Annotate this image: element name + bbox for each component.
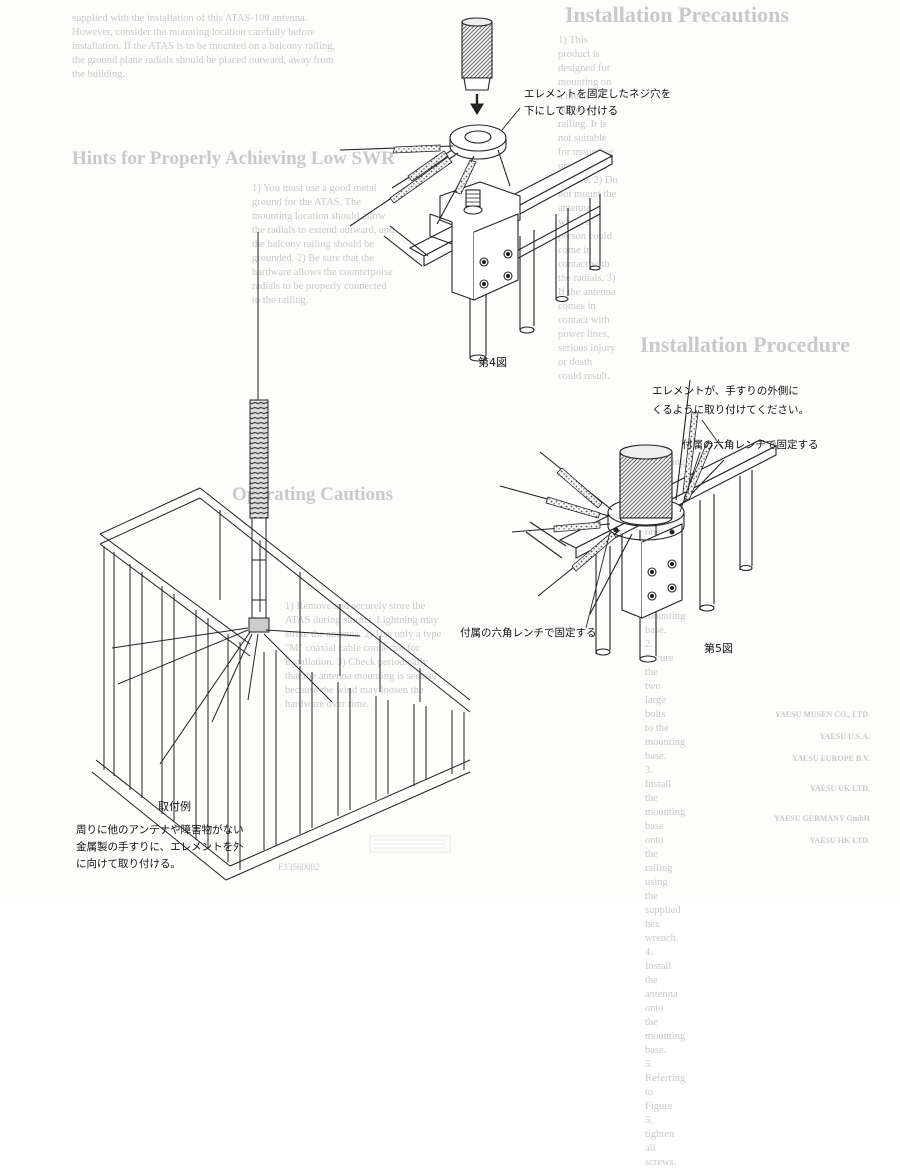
bleed-paragraph-top-left: supplied with the installation of this A… bbox=[72, 13, 336, 80]
fig5-wrench-bottom-leader bbox=[585, 531, 611, 629]
fig4-callout-line-1: エレメントを固定したネジ穴を bbox=[524, 88, 671, 100]
bleed-heading-precautions: Installation Precautions bbox=[565, 2, 789, 27]
bleed-address-2: YAESU EUROPE B.V. bbox=[792, 754, 870, 763]
fig4-callout-line-2: 下にして取り付ける bbox=[524, 105, 619, 117]
fig5-label: 第5図 bbox=[704, 642, 733, 655]
fig5-bracket bbox=[621, 523, 683, 619]
bleed-address-1: YAESU U.S.A. bbox=[819, 732, 870, 741]
fig5-wrench-bottom-label: 付属の六角レンチで固定する bbox=[460, 627, 597, 639]
bleed-footer-code: E13560002 bbox=[278, 862, 320, 872]
installation-example-drawing bbox=[91, 232, 471, 881]
fig5-wrench-top-label: 付属の六角レンチで固定する bbox=[682, 439, 819, 451]
bleed-address-4: YAESU GERMANY GmbH bbox=[774, 814, 870, 823]
bleed-heading-swr: Hints for Properly Achieving Low SWR bbox=[72, 148, 395, 169]
example-note-line-2: 金属製の手すりに、エレメントを外 bbox=[76, 841, 244, 853]
bleed-paragraph-swr: 1) You must use a good metal ground for … bbox=[252, 183, 395, 306]
fig4-callout: エレメントを固定したネジ穴を 下にして取り付ける bbox=[524, 86, 671, 120]
example-note-line-1: 周りに他のアンテナや障害物がない bbox=[76, 824, 244, 836]
fig4-antenna-base bbox=[461, 17, 493, 116]
fig4-callout-leader bbox=[501, 107, 521, 131]
fig5-wrench-top-leader bbox=[679, 451, 701, 513]
bleed-address-block: YAESU MUSEN CO., LTD. YAESU U.S.A. YAESU… bbox=[730, 710, 870, 846]
fig5-mounted-base bbox=[499, 379, 725, 615]
example-loading-coil bbox=[249, 399, 269, 519]
fig4-label: 第4図 bbox=[478, 356, 507, 369]
bleed-heading-operating: Operating Cautions bbox=[232, 484, 393, 505]
example-note-line-3: に向けて取り付ける。 bbox=[76, 858, 181, 870]
fig5-callout-line-2: くるように取り付けてください。 bbox=[652, 404, 809, 416]
figure-5-drawing bbox=[499, 379, 778, 663]
bleed-heading-procedure: Installation Procedure bbox=[640, 332, 851, 357]
bleed-address-0: YAESU MUSEN CO., LTD. bbox=[775, 710, 870, 719]
fig5-callout-line-1: エレメントが、手すりの外側に bbox=[652, 385, 799, 397]
fig5-callout-leader bbox=[701, 419, 723, 449]
page-stamp bbox=[369, 835, 451, 853]
bleed-address-3: YAESU UK LTD. bbox=[809, 784, 870, 793]
fig5-callout: エレメントが、手すりの外側に くるように取り付けてください。 bbox=[652, 382, 809, 420]
figure-4-drawing bbox=[339, 17, 614, 362]
bleed-address-5: YAESU HK LTD. bbox=[809, 836, 870, 845]
example-note: 周りに他のアンテナや障害物がない 金属製の手すりに、エレメントを外 に向けて取り… bbox=[76, 822, 244, 873]
fig4-radial-plate bbox=[339, 124, 511, 227]
example-railing bbox=[91, 487, 471, 881]
bleed-paragraph-operating: 1) Remove and securely store the ATAS du… bbox=[285, 601, 442, 710]
manual-page: Installation Precautions supplied with t… bbox=[72, 2, 870, 1168]
example-label: 取付例 bbox=[158, 800, 191, 813]
illustrations bbox=[91, 17, 778, 881]
fig4-bracket bbox=[429, 181, 521, 301]
